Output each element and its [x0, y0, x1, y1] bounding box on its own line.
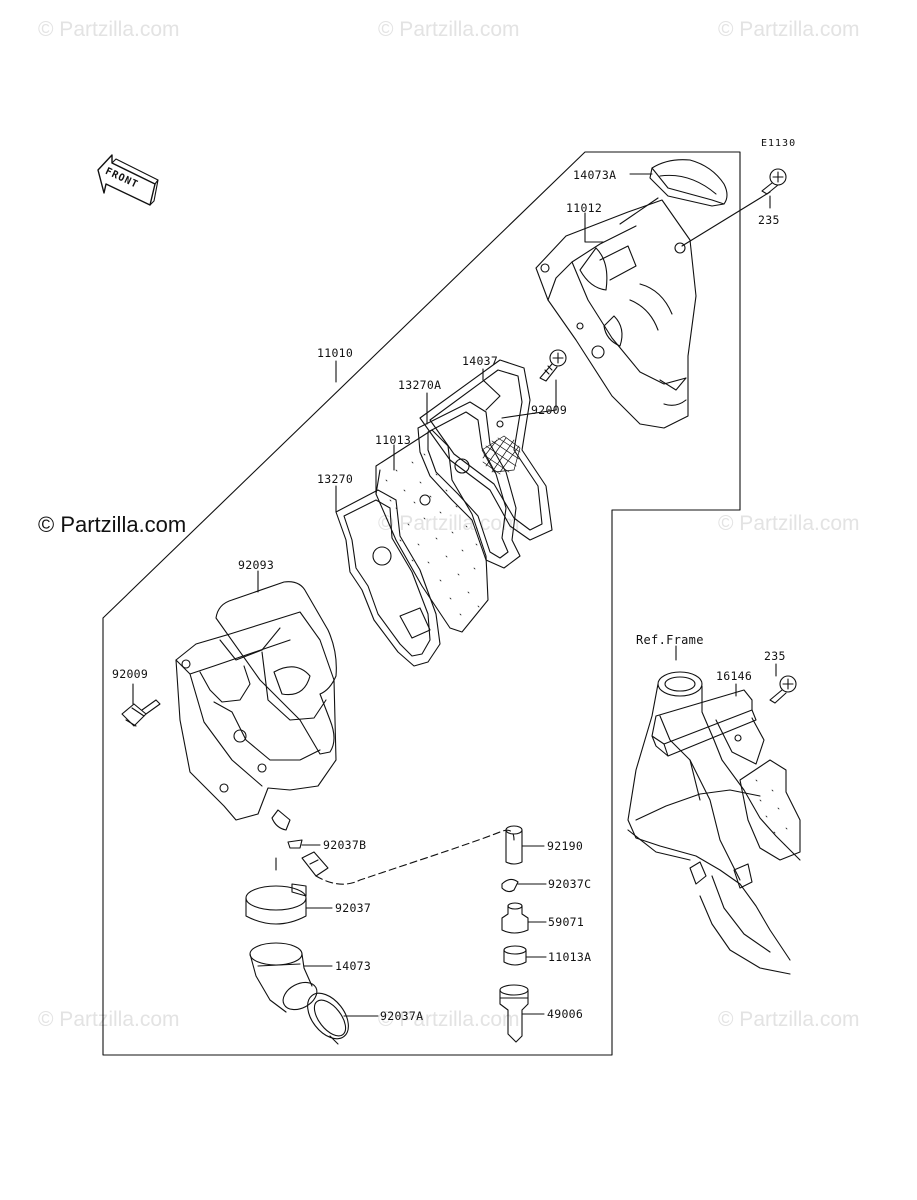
part-label-11012[interactable]: 11012 — [566, 201, 603, 215]
part-label-92093[interactable]: 92093 — [238, 558, 275, 572]
leader-14037 — [482, 368, 501, 411]
hose-92190 — [505, 825, 523, 865]
watermark-top-left: © Partzilla.com — [38, 18, 180, 41]
part-label-14037[interactable]: 14037 — [462, 354, 499, 368]
part-label-14073[interactable]: 14073 — [335, 959, 372, 973]
part-label-92009-lower[interactable]: 92009 — [112, 667, 149, 681]
watermark-mid-right: © Partzilla.com — [718, 512, 860, 535]
mesh-screen — [481, 420, 521, 475]
part-label-11010[interactable]: 11010 — [317, 346, 354, 360]
bolt-235-lower — [769, 675, 797, 704]
part-label-11013a[interactable]: 11013A — [548, 950, 592, 964]
drain-plug-49006 — [499, 984, 529, 1043]
frame-13270 — [335, 489, 441, 667]
drain-hose — [315, 829, 515, 885]
watermark-top-right: © Partzilla.com — [718, 18, 860, 41]
part-label-11013[interactable]: 11013 — [375, 433, 412, 447]
part-label-92009-upper[interactable]: 92009 — [531, 403, 568, 417]
part-label-92037c[interactable]: 92037C — [548, 877, 592, 891]
watermark-bottom-right: © Partzilla.com — [718, 1008, 860, 1031]
leader-92009a — [501, 379, 557, 419]
hose-connector — [301, 851, 329, 877]
part-label-92037b[interactable]: 92037B — [323, 838, 367, 852]
part-label-59071[interactable]: 59071 — [548, 915, 585, 929]
air-box-92093 — [175, 611, 337, 831]
leader-11012 — [584, 212, 604, 243]
part-label-92037a[interactable]: 92037A — [380, 1009, 424, 1023]
watermark-bottom-center: © Partzilla.com — [378, 1008, 520, 1031]
clamp-92037 — [245, 883, 307, 925]
part-label-14073a[interactable]: 14073A — [573, 168, 617, 182]
pad-16146-filter — [739, 759, 801, 861]
frame-13270a — [417, 401, 521, 569]
duct-14073 — [249, 942, 318, 1013]
clip-92037c — [501, 878, 519, 893]
diagram-code: E1130 — [761, 138, 797, 149]
clip-92037b — [287, 839, 303, 849]
filter-element-11013 — [375, 429, 489, 633]
bracket-16146 — [651, 689, 765, 765]
watermark-mid-center: © Partzilla.com — [378, 512, 520, 535]
upper-housing-11012 — [535, 199, 697, 429]
part-label-235-top[interactable]: 235 — [758, 213, 780, 227]
part-label-49006[interactable]: 49006 — [547, 1007, 584, 1021]
leader-11012b — [619, 197, 659, 225]
watermark-top-center: © Partzilla.com — [378, 18, 520, 41]
part-label-13270[interactable]: 13270 — [317, 472, 354, 486]
screw-92009-lower — [121, 699, 161, 727]
watermark-mid-left: © Partzilla.com — [38, 512, 187, 537]
gasket-92093 — [215, 581, 337, 755]
leader-235a-to-housing — [681, 191, 771, 247]
bolt-235-top — [761, 168, 787, 195]
filter-texture — [385, 453, 480, 616]
screw-92009-upper — [539, 349, 567, 382]
clamp-92037a — [307, 992, 349, 1045]
cap-14073a — [649, 159, 728, 207]
assembly-boundary — [102, 151, 741, 1056]
part-label-235-lower[interactable]: 235 — [764, 649, 786, 663]
gasket-14037 — [419, 359, 553, 541]
watermark-bottom-left: © Partzilla.com — [38, 1008, 180, 1031]
part-label-16146[interactable]: 16146 — [716, 669, 753, 683]
plug-59071 — [501, 902, 529, 934]
part-label-92190[interactable]: 92190 — [547, 839, 584, 853]
part-label-92037[interactable]: 92037 — [335, 901, 372, 915]
part-label-13270a[interactable]: 13270A — [398, 378, 442, 392]
ref-frame-label: Ref.Frame — [636, 633, 704, 647]
ref-frame-drawing — [627, 645, 801, 975]
cap-11013a — [503, 945, 527, 966]
front-arrow-icon — [97, 154, 159, 206]
